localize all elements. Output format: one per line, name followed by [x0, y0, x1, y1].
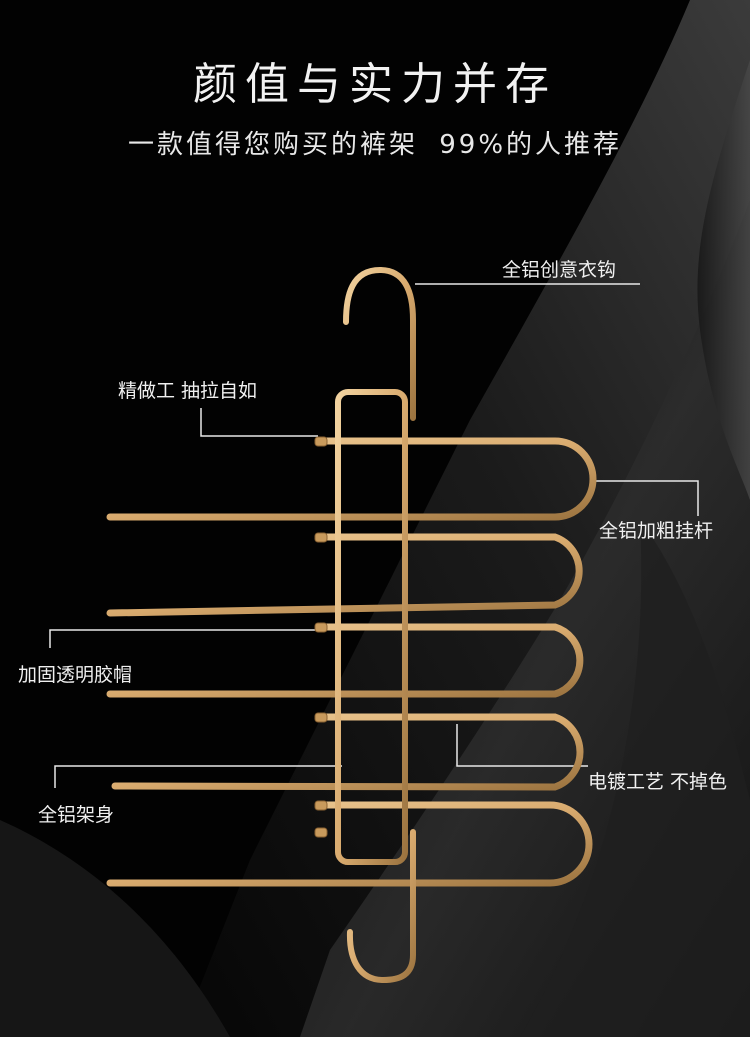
cap-icon — [314, 712, 328, 723]
headline: 颜值与实力并存 — [193, 59, 557, 110]
callout-caps: 加固透明胶帽 — [18, 664, 133, 686]
callout-frame: 全铝架身 — [38, 804, 115, 826]
subheadline: 一款值得您购买的裤架 99%的人推荐 — [127, 130, 623, 160]
callout-hook: 全铝创意衣钩 — [502, 259, 617, 281]
bar-2 — [106, 533, 583, 617]
callout-finish: 电镀工艺 不掉色 — [588, 771, 728, 793]
bar-4 — [111, 713, 584, 791]
hook-top — [343, 266, 416, 421]
cap-icon — [314, 532, 328, 543]
cap-icon — [314, 436, 328, 447]
bar-1 — [106, 437, 597, 521]
cap-icon — [314, 827, 328, 838]
frame-body — [335, 389, 408, 865]
callout-craft: 精做工 抽拉自如 — [118, 380, 258, 402]
hook-bottom — [346, 829, 416, 984]
bar-3 — [106, 623, 584, 698]
callout-bars: 全铝加粗挂杆 — [599, 520, 714, 542]
cap-icon — [314, 800, 328, 811]
caps-group — [314, 436, 328, 838]
cap-icon — [314, 622, 328, 633]
callout-lines — [49, 283, 699, 788]
frame-group — [335, 266, 416, 984]
bar-5 — [106, 801, 593, 887]
